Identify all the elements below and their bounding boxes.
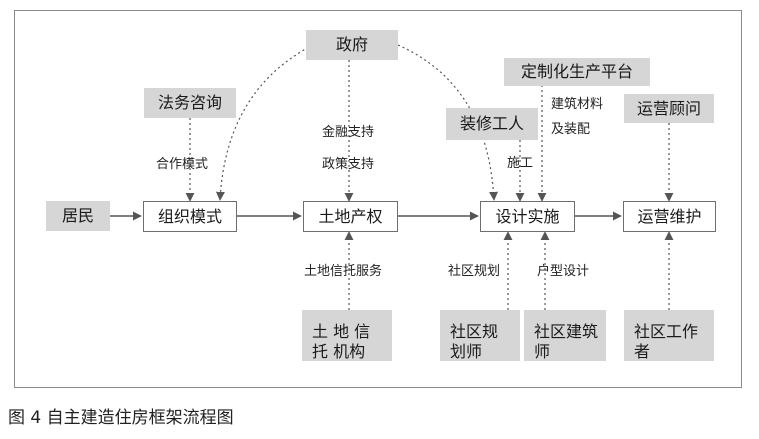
edge-government-to-organization xyxy=(215,44,314,201)
label-unit-design: 户型设计 xyxy=(537,264,590,279)
node-land-property-rights: 土地产权 xyxy=(303,201,398,232)
node-community-worker: 社区工作者 xyxy=(624,310,714,361)
node-land-trust-agency: 土 地 信 托 机构 xyxy=(302,310,392,361)
label-policy-support: 政策支持 xyxy=(322,157,375,172)
label-and-assembly: 及装配 xyxy=(551,122,591,137)
edge-government-to-design xyxy=(397,44,499,201)
figure-caption: 图 4 自主建造住房框架流程图 xyxy=(8,408,234,428)
node-design-implementation: 设计实施 xyxy=(480,201,575,232)
label-financial-support: 金融支持 xyxy=(322,125,375,140)
label-community-planning: 社区规划 xyxy=(448,264,501,279)
node-residents: 居民 xyxy=(46,201,110,231)
node-community-architect: 社区建筑师 xyxy=(524,310,606,361)
node-decoration-workers: 装修工人 xyxy=(446,108,538,140)
node-legal-consulting: 法务咨询 xyxy=(144,88,236,118)
node-custom-platform: 定制化生产平台 xyxy=(504,58,650,86)
node-operation-maintenance: 运营维护 xyxy=(623,201,716,232)
diagram-frame xyxy=(14,10,742,388)
node-operation-consultant: 运营顾问 xyxy=(624,94,714,123)
label-building-materials: 建筑材料 xyxy=(551,97,604,112)
node-community-planner: 社区规划师 xyxy=(440,310,520,361)
label-land-trust-service: 土地信托服务 xyxy=(304,264,383,279)
node-organization-mode: 组织模式 xyxy=(143,201,237,232)
node-government: 政府 xyxy=(306,30,398,60)
label-cooperation-mode: 合作模式 xyxy=(156,157,209,172)
label-construction: 施工 xyxy=(507,156,534,171)
